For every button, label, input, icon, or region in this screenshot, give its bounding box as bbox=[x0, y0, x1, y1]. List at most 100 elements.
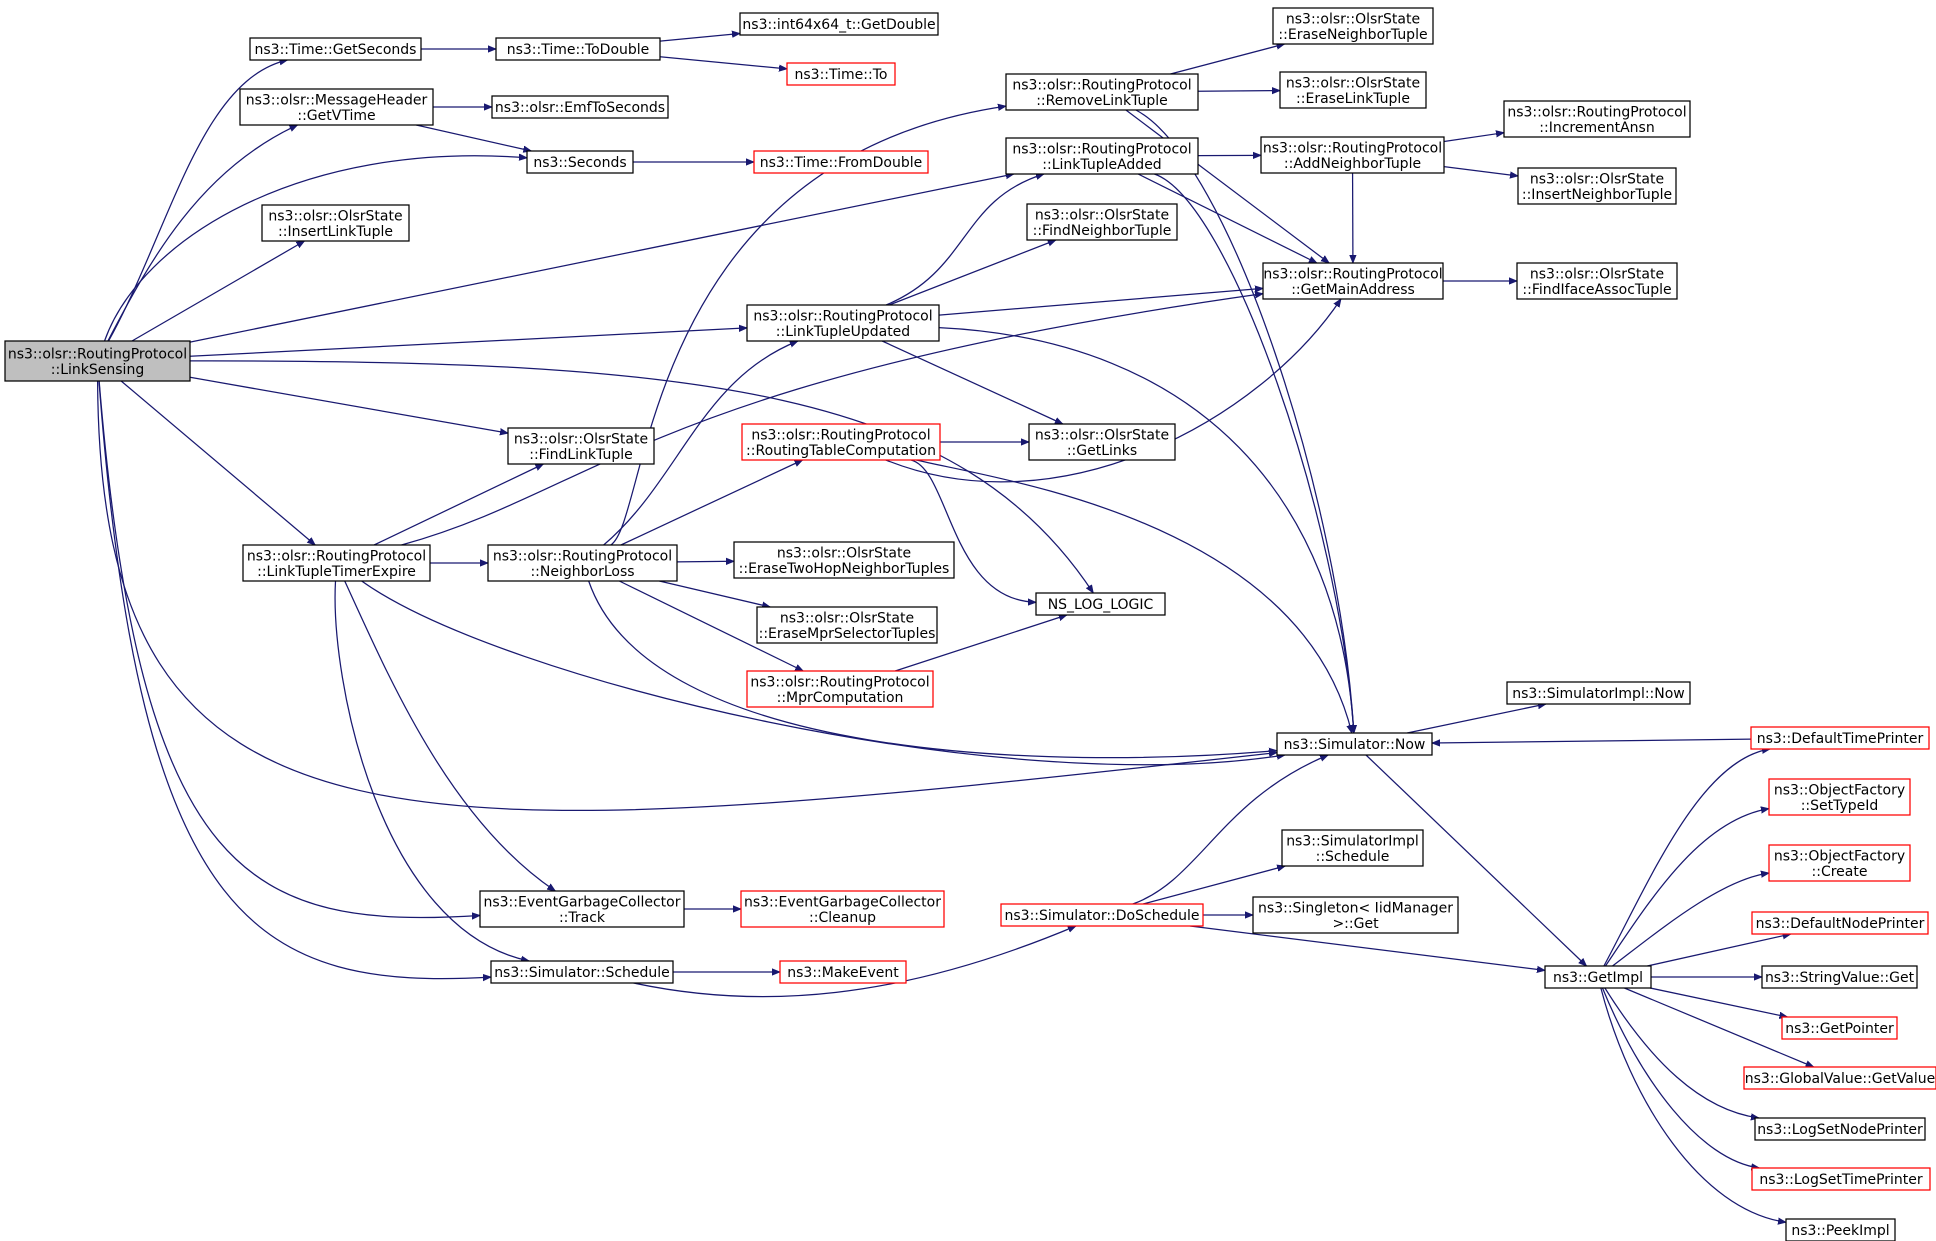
function-node[interactable]: ns3::LogSetNodePrinter bbox=[1754, 1117, 1926, 1141]
function-node[interactable]: ns3::olsr::RoutingProtocol::NeighborLoss bbox=[487, 544, 678, 582]
function-node[interactable]: ns3::Time::ToDouble bbox=[495, 37, 661, 61]
function-node[interactable]: ns3::SimulatorImpl::Schedule bbox=[1281, 829, 1424, 867]
function-node[interactable]: ns3::Simulator::Now bbox=[1276, 732, 1433, 756]
node-box bbox=[1005, 73, 1199, 111]
function-node[interactable]: ns3::olsr::MessageHeader::GetVTime bbox=[239, 88, 434, 126]
node-box bbox=[1000, 903, 1204, 927]
function-node[interactable]: ns3::Simulator::Schedule bbox=[490, 960, 674, 984]
edge-arrow bbox=[98, 380, 491, 979]
function-node[interactable]: ns3::olsr::OlsrState::EraseLinkTuple bbox=[1279, 71, 1427, 109]
node-label: ns3::GlobalValue::GetValue bbox=[1745, 1071, 1935, 1087]
function-node[interactable]: ns3::olsr::OlsrState::InsertNeighborTupl… bbox=[1517, 167, 1677, 205]
node-box bbox=[1517, 167, 1677, 205]
node-label: ::GetVTime bbox=[297, 108, 375, 124]
function-node[interactable]: ns3::Seconds bbox=[526, 150, 634, 174]
function-node[interactable]: ns3::int64x64_t::GetDouble bbox=[739, 12, 939, 36]
function-node[interactable]: ns3::DefaultTimePrinter bbox=[1750, 726, 1930, 750]
function-node[interactable]: ns3::DefaultNodePrinter bbox=[1751, 911, 1929, 935]
call-edge-n25-n42 bbox=[334, 580, 529, 961]
call-edge-n26-n11 bbox=[610, 106, 1006, 546]
function-node[interactable]: ns3::PeekImpl bbox=[1785, 1218, 1896, 1241]
node-label: ::GetMainAddress bbox=[1291, 282, 1415, 298]
edge-arrow bbox=[1365, 754, 1587, 966]
edge-arrow bbox=[96, 380, 1277, 812]
call-edge-n26-n29 bbox=[659, 580, 770, 607]
function-node[interactable]: ns3::olsr::OlsrState::EraseNeighborTuple bbox=[1272, 7, 1434, 45]
function-node[interactable]: ns3::EventGarbageCollector::Cleanup bbox=[740, 890, 945, 928]
function-node[interactable]: ns3::Simulator::DoSchedule bbox=[1000, 903, 1204, 927]
function-node[interactable]: ns3::olsr::OlsrState::FindNeighborTuple bbox=[1026, 203, 1178, 241]
edge-arrow bbox=[1649, 987, 1787, 1017]
edge-arrow bbox=[1132, 754, 1328, 905]
node-box bbox=[1750, 726, 1930, 750]
edge-arrow bbox=[888, 239, 1056, 306]
edge-arrow bbox=[588, 580, 1277, 759]
call-edge-n32-n44 bbox=[1365, 754, 1587, 966]
function-node[interactable]: ns3::SimulatorImpl::Now bbox=[1506, 681, 1691, 705]
node-label: ns3::olsr::RoutingProtocol bbox=[1012, 141, 1191, 157]
function-node[interactable]: ns3::olsr::RoutingProtocol::LinkSensing bbox=[4, 340, 191, 382]
node-box bbox=[1754, 1117, 1926, 1141]
function-node[interactable]: ns3::olsr::OlsrState::EraseMprSelectorTu… bbox=[756, 606, 938, 644]
function-node[interactable]: ns3::MakeEvent bbox=[779, 960, 907, 984]
function-node[interactable]: ns3::olsr::OlsrState::FindIfaceAssocTupl… bbox=[1516, 262, 1678, 300]
node-box bbox=[740, 890, 945, 928]
node-box bbox=[1276, 732, 1433, 756]
edge-arrow bbox=[334, 580, 529, 961]
node-box bbox=[1751, 911, 1929, 935]
function-node[interactable]: ns3::olsr::RoutingProtocol::IncrementAns… bbox=[1503, 100, 1691, 138]
node-label: ::EraseLinkTuple bbox=[1296, 91, 1410, 107]
node-label: ::MprComputation bbox=[777, 690, 904, 706]
call-edge-n11-n19 bbox=[1125, 109, 1329, 263]
function-node[interactable]: ns3::olsr::EmfToSeconds bbox=[491, 95, 669, 119]
function-node[interactable]: NS_LOG_LOGIC bbox=[1035, 592, 1166, 616]
function-node[interactable]: ns3::olsr::RoutingProtocol::AddNeighborT… bbox=[1260, 136, 1445, 174]
function-node[interactable]: ns3::ObjectFactory::Create bbox=[1768, 844, 1911, 882]
function-node[interactable]: ns3::olsr::OlsrState::EraseTwoHopNeighbo… bbox=[733, 541, 955, 579]
call-edge-n21-n19 bbox=[938, 288, 1263, 316]
function-node[interactable]: ns3::Time::To bbox=[786, 62, 896, 86]
node-label: ns3::olsr::OlsrState bbox=[268, 208, 402, 224]
function-node[interactable]: ns3::GetPointer bbox=[1781, 1016, 1898, 1040]
call-edge-n25-n19 bbox=[401, 294, 1263, 546]
function-node[interactable]: ns3::Time::FromDouble bbox=[753, 150, 929, 174]
function-node[interactable]: ns3::olsr::RoutingProtocol::LinkTupleUpd… bbox=[746, 304, 940, 342]
node-box bbox=[1503, 100, 1691, 138]
function-node[interactable]: ns3::olsr::RoutingProtocol::GetMainAddre… bbox=[1262, 262, 1444, 300]
node-box bbox=[479, 890, 685, 928]
call-edge-n01-n10 bbox=[131, 240, 304, 342]
function-node[interactable]: ns3::olsr::OlsrState::FindLinkTuple bbox=[507, 427, 655, 465]
function-node[interactable]: ns3::StringValue::Get bbox=[1761, 965, 1918, 989]
function-node[interactable]: ns3::GetImpl bbox=[1544, 965, 1652, 989]
node-label: ns3::LogSetNodePrinter bbox=[1757, 1122, 1923, 1138]
edge-arrow bbox=[881, 340, 1063, 425]
edge-arrow bbox=[1603, 749, 1770, 967]
call-edge-n44-n47 bbox=[1624, 987, 1813, 1068]
node-box bbox=[1506, 681, 1691, 705]
function-node[interactable]: ns3::olsr::RoutingProtocol::RemoveLinkTu… bbox=[1005, 73, 1199, 111]
function-node[interactable]: ns3::olsr::OlsrState::InsertLinkTuple bbox=[261, 204, 410, 242]
function-node[interactable]: ns3::GlobalValue::GetValue bbox=[1743, 1066, 1936, 1090]
node-label: ns3::ObjectFactory bbox=[1774, 782, 1905, 798]
function-node[interactable]: ns3::olsr::RoutingProtocol::MprComputati… bbox=[746, 670, 934, 708]
function-node[interactable]: ns3::olsr::RoutingProtocol::LinkTupleAdd… bbox=[1005, 137, 1199, 175]
edge-arrow bbox=[189, 360, 1093, 593]
function-node[interactable]: ns3::LogSetTimePrinter bbox=[1751, 1167, 1931, 1191]
node-label: ::NeighborLoss bbox=[530, 564, 634, 580]
function-node[interactable]: ns3::ObjectFactory::SetTypeId bbox=[1768, 778, 1911, 816]
node-box bbox=[739, 12, 939, 36]
function-node[interactable]: ns3::EventGarbageCollector::Track bbox=[479, 890, 685, 928]
function-node[interactable]: ns3::olsr::OlsrState::GetLinks bbox=[1028, 423, 1176, 461]
function-node[interactable]: ns3::Singleton< IidManager>::Get bbox=[1252, 896, 1459, 934]
edge-arrow bbox=[1137, 173, 1317, 264]
node-box bbox=[1751, 1167, 1931, 1191]
edge-arrow bbox=[1142, 866, 1285, 905]
function-node[interactable]: ns3::Time::GetSeconds bbox=[249, 37, 422, 61]
node-label: ns3::Time::FromDouble bbox=[760, 155, 923, 171]
function-node[interactable]: ns3::olsr::RoutingProtocol::LinkTupleTim… bbox=[242, 544, 431, 582]
node-box bbox=[1262, 262, 1444, 300]
node-box bbox=[1761, 965, 1918, 989]
edge-arrow bbox=[1443, 165, 1518, 176]
function-node[interactable]: ns3::olsr::RoutingProtocol::RoutingTable… bbox=[741, 423, 941, 461]
node-label: ns3::olsr::OlsrState bbox=[780, 610, 914, 626]
